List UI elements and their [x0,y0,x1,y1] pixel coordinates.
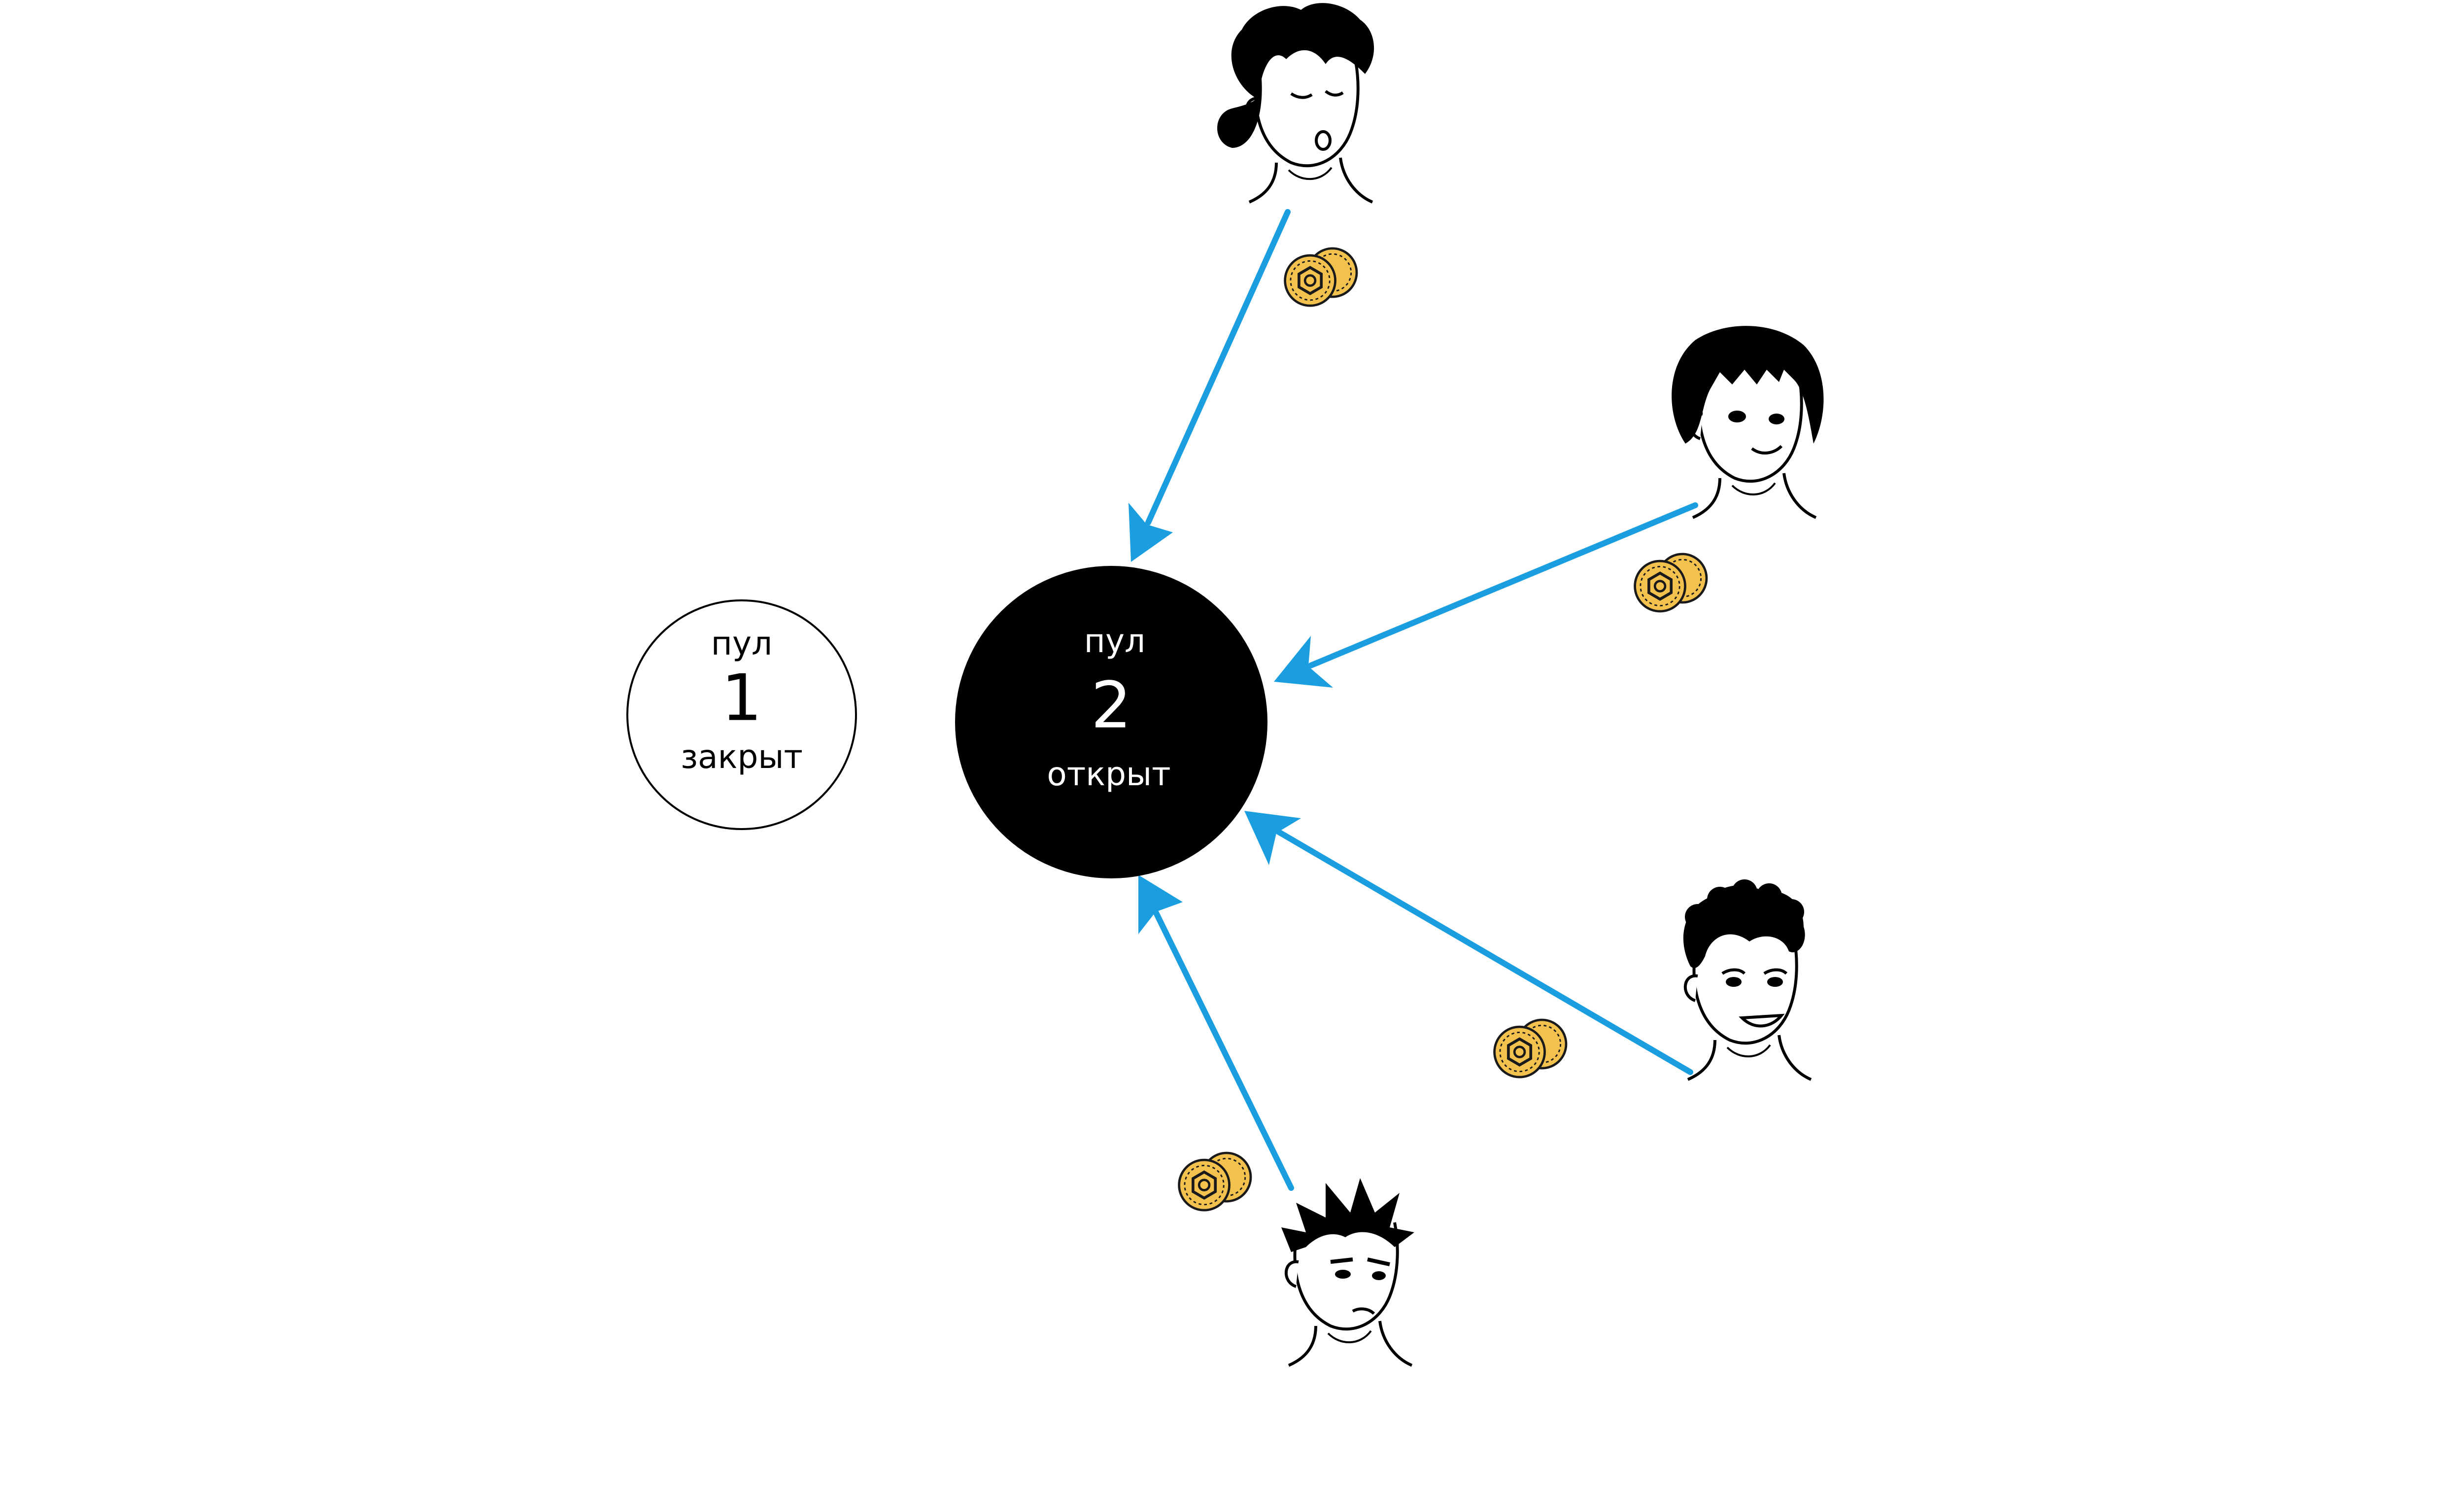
arrowheads [1129,503,1333,934]
arrow-lower-right-to-pool-2 [1273,828,1693,1075]
pool-1-circle [626,599,857,830]
arrows [1145,209,1698,1191]
pool-1-status: закрыт [681,738,803,776]
pool-2-label: пул [1084,622,1145,660]
coins-icon [1635,554,1707,611]
pool-1-label: пул [711,625,772,662]
arrowhead-top [1129,503,1173,562]
arrow-bottom-to-pool-2 [1153,909,1294,1191]
pool-2-open: пул 2 открыт [955,566,1267,878]
arrowhead-lower-right [1244,811,1301,865]
pool-2-number: 2 [1091,668,1132,743]
arrow-upper-right-to-pool-2 [1308,502,1698,668]
person-bob-hair-icon [1672,326,1824,518]
pool-1-number: 1 [721,661,762,735]
person-spiky-hair-icon [1281,1178,1414,1365]
coins-icon [1495,1020,1566,1077]
arrow-top-to-pool-2 [1145,209,1291,525]
person-curly-hair-icon [1683,879,1811,1079]
pool-2-status: открыт [1047,755,1170,793]
coins-icon [1179,1153,1251,1210]
coins-icon [1285,248,1357,306]
arrowhead-upper-right [1274,636,1333,688]
arrowhead-bottom [1138,875,1183,934]
pool-1-closed: пул 1 закрыт [626,599,857,830]
pool-2-circle [955,566,1267,878]
person-wavy-hair-icon [1217,3,1374,202]
